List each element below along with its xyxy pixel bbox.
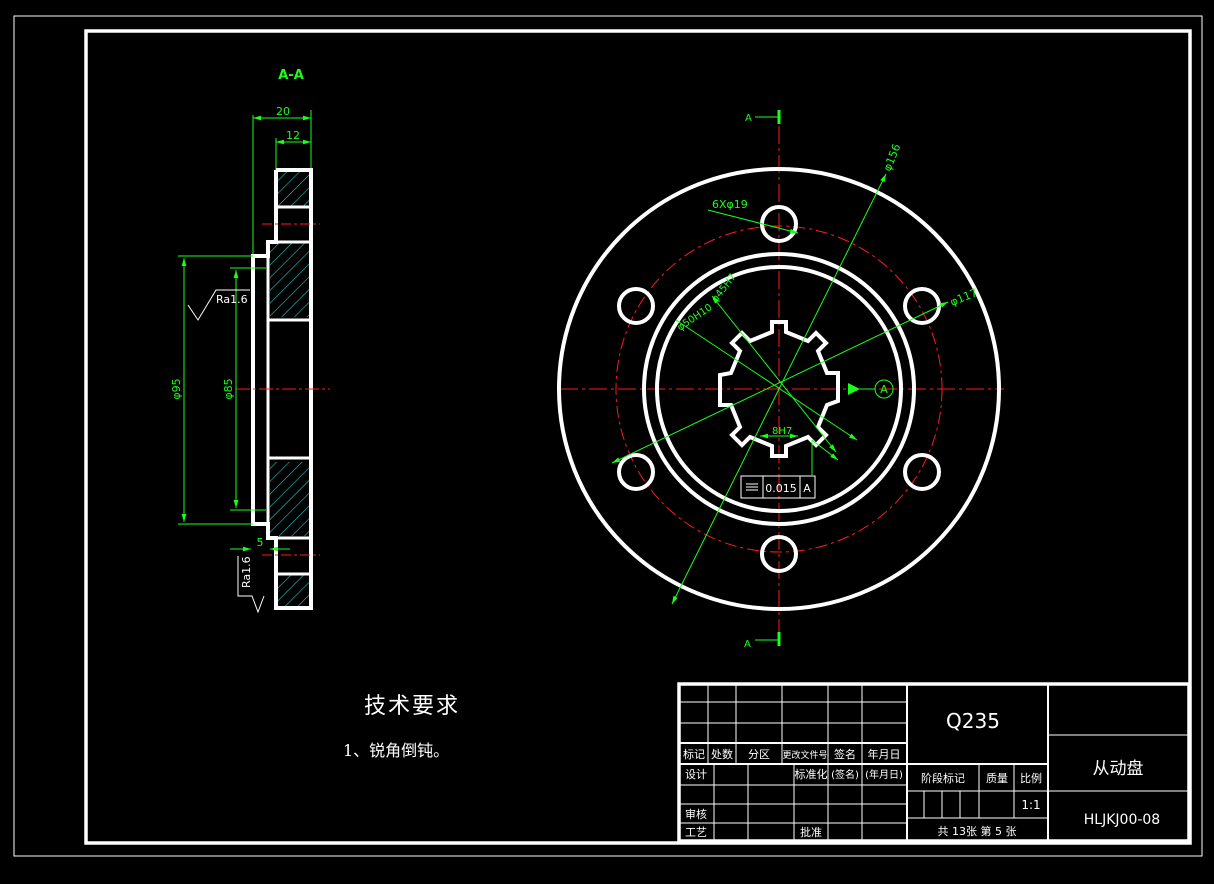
front-view: φ156 6Xφ19 φ117 φ45H7 φ50H10 8H7 A 0.015… bbox=[557, 110, 1004, 650]
datum-label: A bbox=[880, 383, 888, 396]
outer-frame bbox=[13, 15, 1203, 857]
title-block-text: Q235 从动盘 HLJKJ00-08 共 13张 第 5 张 1:1 标记 处… bbox=[683, 709, 1160, 839]
outer-rim bbox=[557, 167, 1001, 611]
label-date: 年月日 bbox=[868, 747, 901, 761]
label-stage-mark: 阶段标记 bbox=[921, 771, 965, 785]
section-view: A-A 20 12 φ95 φ85 bbox=[170, 68, 330, 614]
tolerance-value: 0.015 bbox=[765, 482, 797, 495]
label-ratio: 比例 bbox=[1020, 771, 1042, 785]
dim-dia-inner: φ85 bbox=[222, 378, 235, 399]
hatch-region bbox=[270, 243, 310, 317]
title-block bbox=[677, 682, 1191, 843]
roughness-top: Ra1.6 bbox=[216, 293, 248, 306]
section-title: A-A bbox=[278, 68, 304, 83]
dim-step: 5 bbox=[257, 536, 264, 549]
label-change-doc: 更改文件号 bbox=[782, 749, 827, 761]
dim-holes: 6Xφ19 bbox=[712, 198, 748, 211]
section-mark-bottom: A bbox=[744, 639, 751, 650]
drawing-number: HLJKJ00-08 bbox=[1084, 812, 1160, 828]
dim-spline-a: φ45H7 bbox=[710, 272, 739, 305]
datum-circle bbox=[874, 379, 894, 399]
requirements-item: 1、锐角倒钝。 bbox=[343, 741, 450, 760]
sheets: 共 13张 第 5 张 bbox=[938, 824, 1017, 838]
tolerance-frame: 0.015 A bbox=[740, 475, 816, 499]
dim-width-total: 20 bbox=[276, 105, 290, 118]
hatch-region bbox=[278, 574, 310, 608]
label-date-paren: (年月日) bbox=[865, 768, 903, 781]
label-weight: 质量 bbox=[986, 772, 1008, 785]
dim-dia-outer: φ95 bbox=[170, 378, 183, 399]
label-sig-paren: (签名) bbox=[831, 768, 859, 781]
hatch-region bbox=[270, 462, 310, 536]
dim-key-width: 8H7 bbox=[772, 426, 792, 437]
material: Q235 bbox=[946, 709, 1000, 733]
drawing-border bbox=[84, 29, 1192, 845]
hatch-region bbox=[278, 172, 310, 206]
label-mark: 标记 bbox=[683, 747, 705, 761]
label-process: 工艺 bbox=[685, 826, 707, 839]
tolerance-datum: A bbox=[803, 482, 811, 495]
label-approve: 批准 bbox=[800, 825, 822, 839]
label-signature: 签名 bbox=[834, 747, 856, 761]
requirements-title: 技术要求 bbox=[364, 694, 461, 719]
label-zone: 分区 bbox=[748, 748, 770, 761]
label-review: 审核 bbox=[685, 807, 707, 821]
dim-width-inner: 12 bbox=[286, 129, 300, 142]
label-standardize: 标准化 bbox=[795, 767, 828, 781]
label-count: 处数 bbox=[711, 748, 733, 761]
scale: 1:1 bbox=[1021, 798, 1040, 812]
section-mark-top: A bbox=[745, 113, 752, 124]
part-name: 从动盘 bbox=[1093, 759, 1144, 779]
label-design: 设计 bbox=[685, 768, 707, 781]
dim-dia-156: φ156 bbox=[881, 142, 904, 173]
dim-dia-117: φ117 bbox=[948, 286, 979, 309]
roughness-bottom: Ra1.6 bbox=[240, 556, 253, 588]
